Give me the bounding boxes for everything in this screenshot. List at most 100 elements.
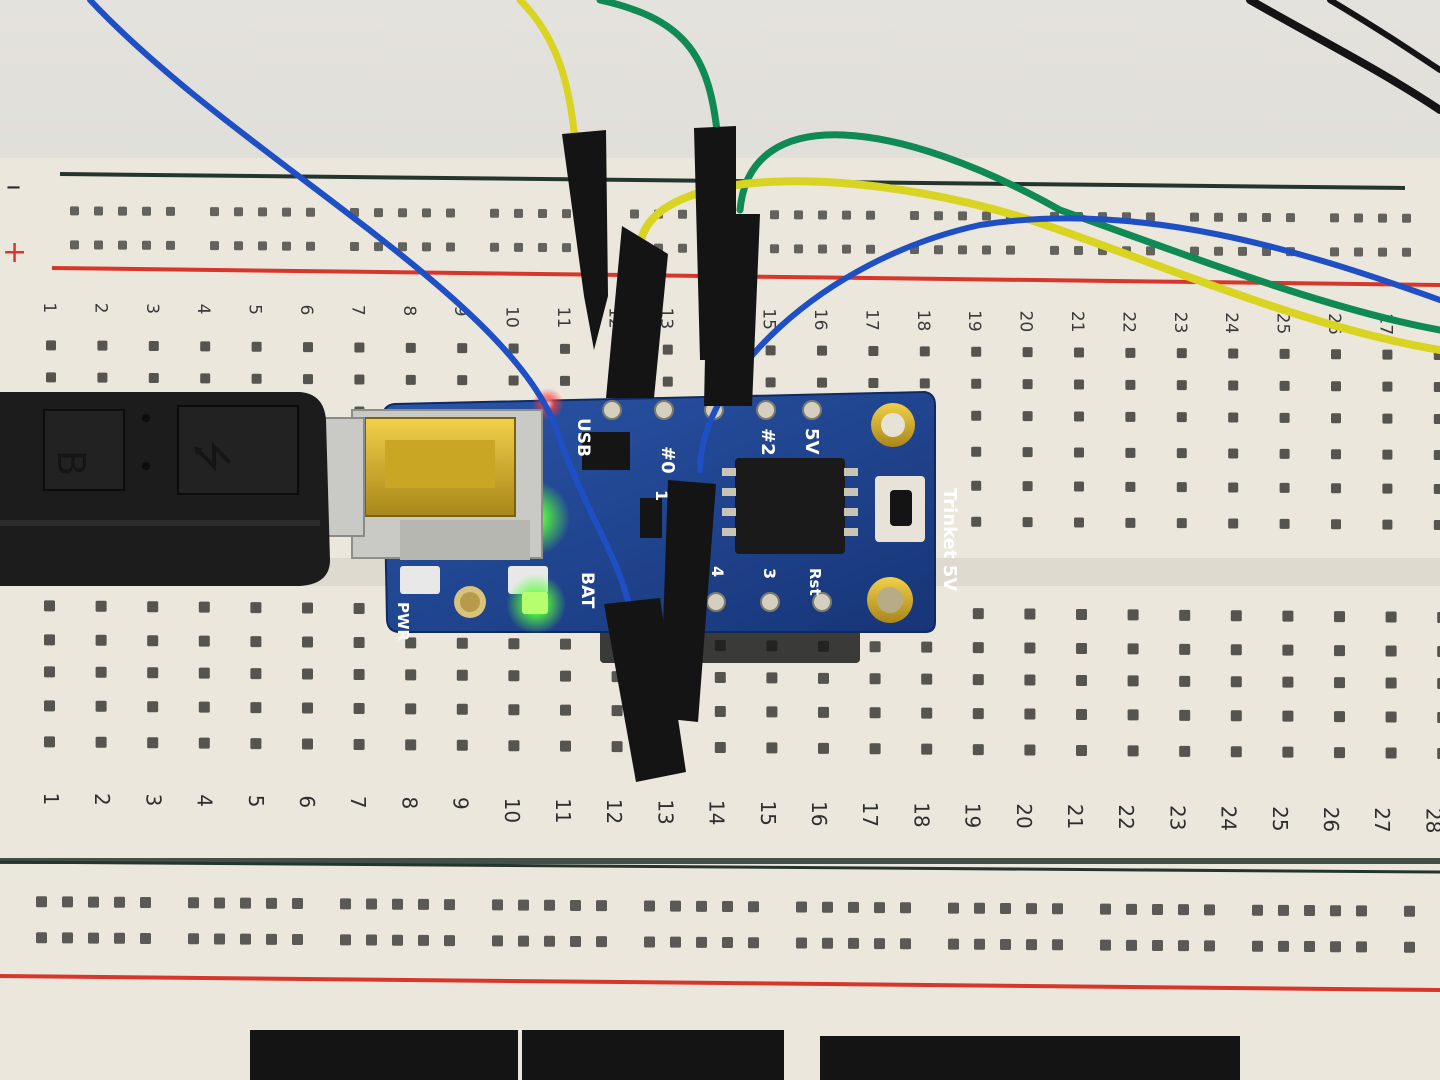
breadboard-hole bbox=[166, 240, 175, 250]
breadboard-hole bbox=[258, 207, 267, 217]
breadboard-hole bbox=[1074, 411, 1084, 422]
breadboard-hole bbox=[44, 600, 55, 612]
breadboard-hole bbox=[508, 740, 520, 752]
breadboard-hole bbox=[538, 242, 547, 252]
breadboard-hole bbox=[302, 668, 313, 680]
breadboard-hole bbox=[36, 896, 47, 908]
connector-blue-left bbox=[604, 598, 686, 782]
black-wire-corner bbox=[1246, 0, 1440, 114]
breadboard-hole bbox=[766, 672, 778, 684]
breadboard-hole bbox=[570, 899, 581, 911]
breadboard-hole bbox=[350, 241, 359, 251]
breadboard-hole bbox=[44, 700, 55, 712]
breadboard-hole bbox=[251, 341, 262, 352]
breadboard-hole bbox=[1126, 903, 1137, 915]
breadboard-hole bbox=[972, 608, 984, 620]
breadboard-hole bbox=[1282, 610, 1294, 622]
silk-pin4: 4 bbox=[708, 566, 727, 577]
breadboard-hole bbox=[1127, 745, 1139, 757]
breadboard-hole bbox=[374, 208, 383, 218]
breadboard-hole bbox=[1382, 349, 1393, 360]
breadboard-hole bbox=[1179, 745, 1191, 757]
breadboard-hole bbox=[1152, 940, 1163, 951]
breadboard-hole bbox=[972, 674, 984, 686]
row-number-upper: 15 bbox=[759, 308, 779, 330]
breadboard-hole bbox=[1278, 940, 1289, 952]
row-number-lower: 25 bbox=[1268, 806, 1292, 831]
breadboard-hole bbox=[934, 211, 943, 221]
breadboard-hole bbox=[722, 937, 733, 949]
breadboard-hole bbox=[234, 207, 243, 217]
breadboard-hole bbox=[210, 207, 219, 217]
breadboard-hole bbox=[822, 937, 833, 949]
breadboard-hole bbox=[354, 342, 365, 353]
breadboard-hole bbox=[1304, 905, 1315, 917]
breadboard-hole bbox=[1262, 247, 1271, 257]
breadboard-hole bbox=[1176, 380, 1187, 391]
breadboard-hole bbox=[140, 932, 151, 944]
breadboard-hole bbox=[1228, 518, 1239, 529]
breadboard-hole bbox=[842, 210, 851, 220]
rail-line-plus-bottom bbox=[0, 974, 1440, 992]
breadboard-hole bbox=[456, 703, 468, 715]
black-wire-corner-2 bbox=[1327, 0, 1440, 73]
breadboard-hole bbox=[1238, 212, 1247, 222]
breadboard-hole bbox=[796, 937, 807, 949]
breadboard-hole bbox=[1382, 519, 1393, 530]
breadboard-hole bbox=[198, 667, 210, 679]
breadboard-hole bbox=[1282, 710, 1294, 722]
breadboard-hole bbox=[1228, 380, 1239, 391]
breadboard-hole bbox=[95, 736, 107, 748]
breadboard-hole bbox=[398, 208, 407, 218]
breadboard-hole bbox=[910, 211, 919, 221]
breadboard-hole bbox=[258, 241, 267, 251]
row-number-lower: 1 bbox=[39, 792, 63, 805]
breadboard-hole bbox=[392, 898, 403, 910]
breadboard-hole bbox=[147, 701, 159, 713]
breadboard-hole bbox=[1238, 246, 1247, 256]
breadboard-hole bbox=[94, 206, 103, 216]
rail-minus-label: – bbox=[6, 169, 21, 204]
breadboard-hole bbox=[46, 372, 56, 383]
breadboard-hole bbox=[508, 704, 520, 716]
silk-pin0: #0 bbox=[657, 446, 678, 474]
breadboard-hole bbox=[240, 933, 251, 945]
breadboard-hole bbox=[251, 373, 262, 384]
breadboard-hole bbox=[1356, 905, 1367, 917]
row-number-upper: 7 bbox=[347, 305, 367, 316]
row-number-lower: 27 bbox=[1370, 807, 1394, 832]
breadboard-hole bbox=[971, 516, 982, 527]
breadboard-hole bbox=[818, 210, 827, 220]
breadboard-hole bbox=[292, 898, 303, 910]
breadboard-hole bbox=[644, 936, 655, 948]
breadboard-hole bbox=[1433, 483, 1440, 494]
header-pin bbox=[760, 592, 780, 612]
breadboard-hole bbox=[492, 899, 503, 911]
breadboard-hole bbox=[1179, 643, 1191, 655]
breadboard-hole bbox=[1304, 941, 1315, 953]
breadboard-hole bbox=[869, 743, 881, 755]
breadboard-hole bbox=[794, 244, 803, 254]
breadboard-hole bbox=[1127, 643, 1139, 655]
breadboard-hole bbox=[70, 206, 79, 216]
breadboard-hole bbox=[770, 244, 779, 254]
breadboard-hole bbox=[118, 206, 127, 216]
breadboard-hole bbox=[948, 902, 959, 914]
breadboard-hole bbox=[1330, 213, 1339, 223]
row-number-lower: 12 bbox=[602, 799, 626, 824]
breadboard-hole bbox=[405, 703, 417, 715]
breadboard-hole bbox=[148, 341, 159, 352]
breadboard-hole bbox=[405, 342, 416, 353]
breadboard-hole bbox=[1402, 247, 1411, 257]
row-number-lower: 9 bbox=[449, 797, 473, 810]
breadboard-hole bbox=[70, 240, 79, 250]
breadboard-hole bbox=[148, 373, 159, 384]
smd-component bbox=[640, 498, 662, 538]
breadboard-hole bbox=[560, 343, 570, 354]
breadboard-hole bbox=[817, 377, 827, 388]
breadboard-hole bbox=[817, 345, 827, 356]
breadboard-hole bbox=[306, 241, 315, 251]
breadboard-hole bbox=[1282, 644, 1294, 656]
breadboard-hole bbox=[147, 601, 159, 613]
breadboard-hole bbox=[722, 901, 733, 913]
